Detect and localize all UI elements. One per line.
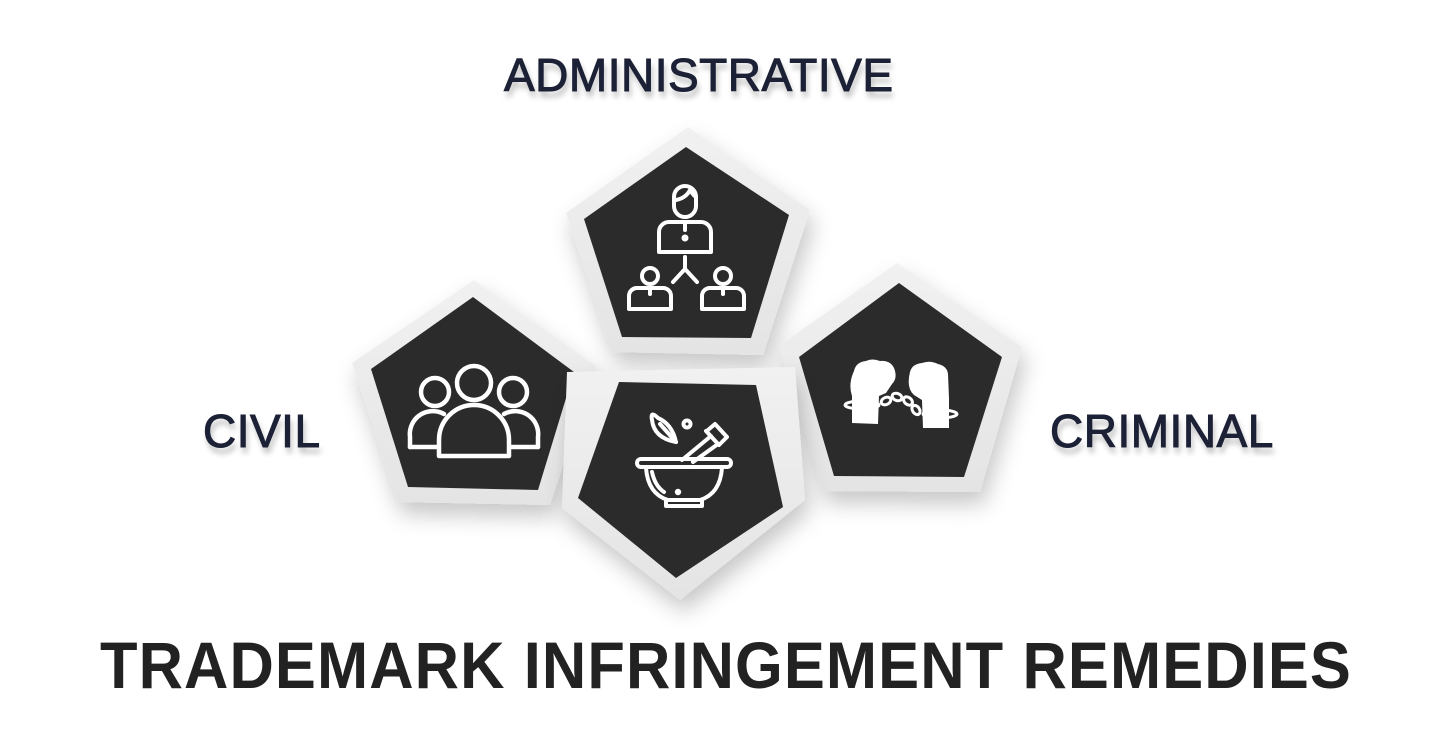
page-title: TRADEMARK INFRINGEMENT REMEDIES bbox=[100, 628, 1352, 702]
pentagon-fill bbox=[799, 283, 1002, 477]
pentagon-remedy bbox=[562, 367, 805, 600]
pentagon-administrative bbox=[566, 127, 810, 355]
pentagon-fill bbox=[371, 297, 574, 490]
pentagon-fill bbox=[584, 147, 789, 338]
label-administrative: ADMINISTRATIVE bbox=[504, 49, 894, 101]
label-civil: CIVIL bbox=[203, 405, 321, 457]
pentagon-criminal bbox=[779, 263, 1022, 492]
pentagon-civil bbox=[352, 280, 596, 505]
mortar-pestle-icon bbox=[635, 412, 733, 508]
group-people-icon bbox=[407, 363, 541, 459]
handcuffed-hands-icon bbox=[843, 359, 959, 428]
organization-hierarchy-icon bbox=[627, 184, 746, 311]
pentagon-fill bbox=[578, 382, 783, 578]
label-criminal: CRIMINAL bbox=[1050, 405, 1274, 457]
